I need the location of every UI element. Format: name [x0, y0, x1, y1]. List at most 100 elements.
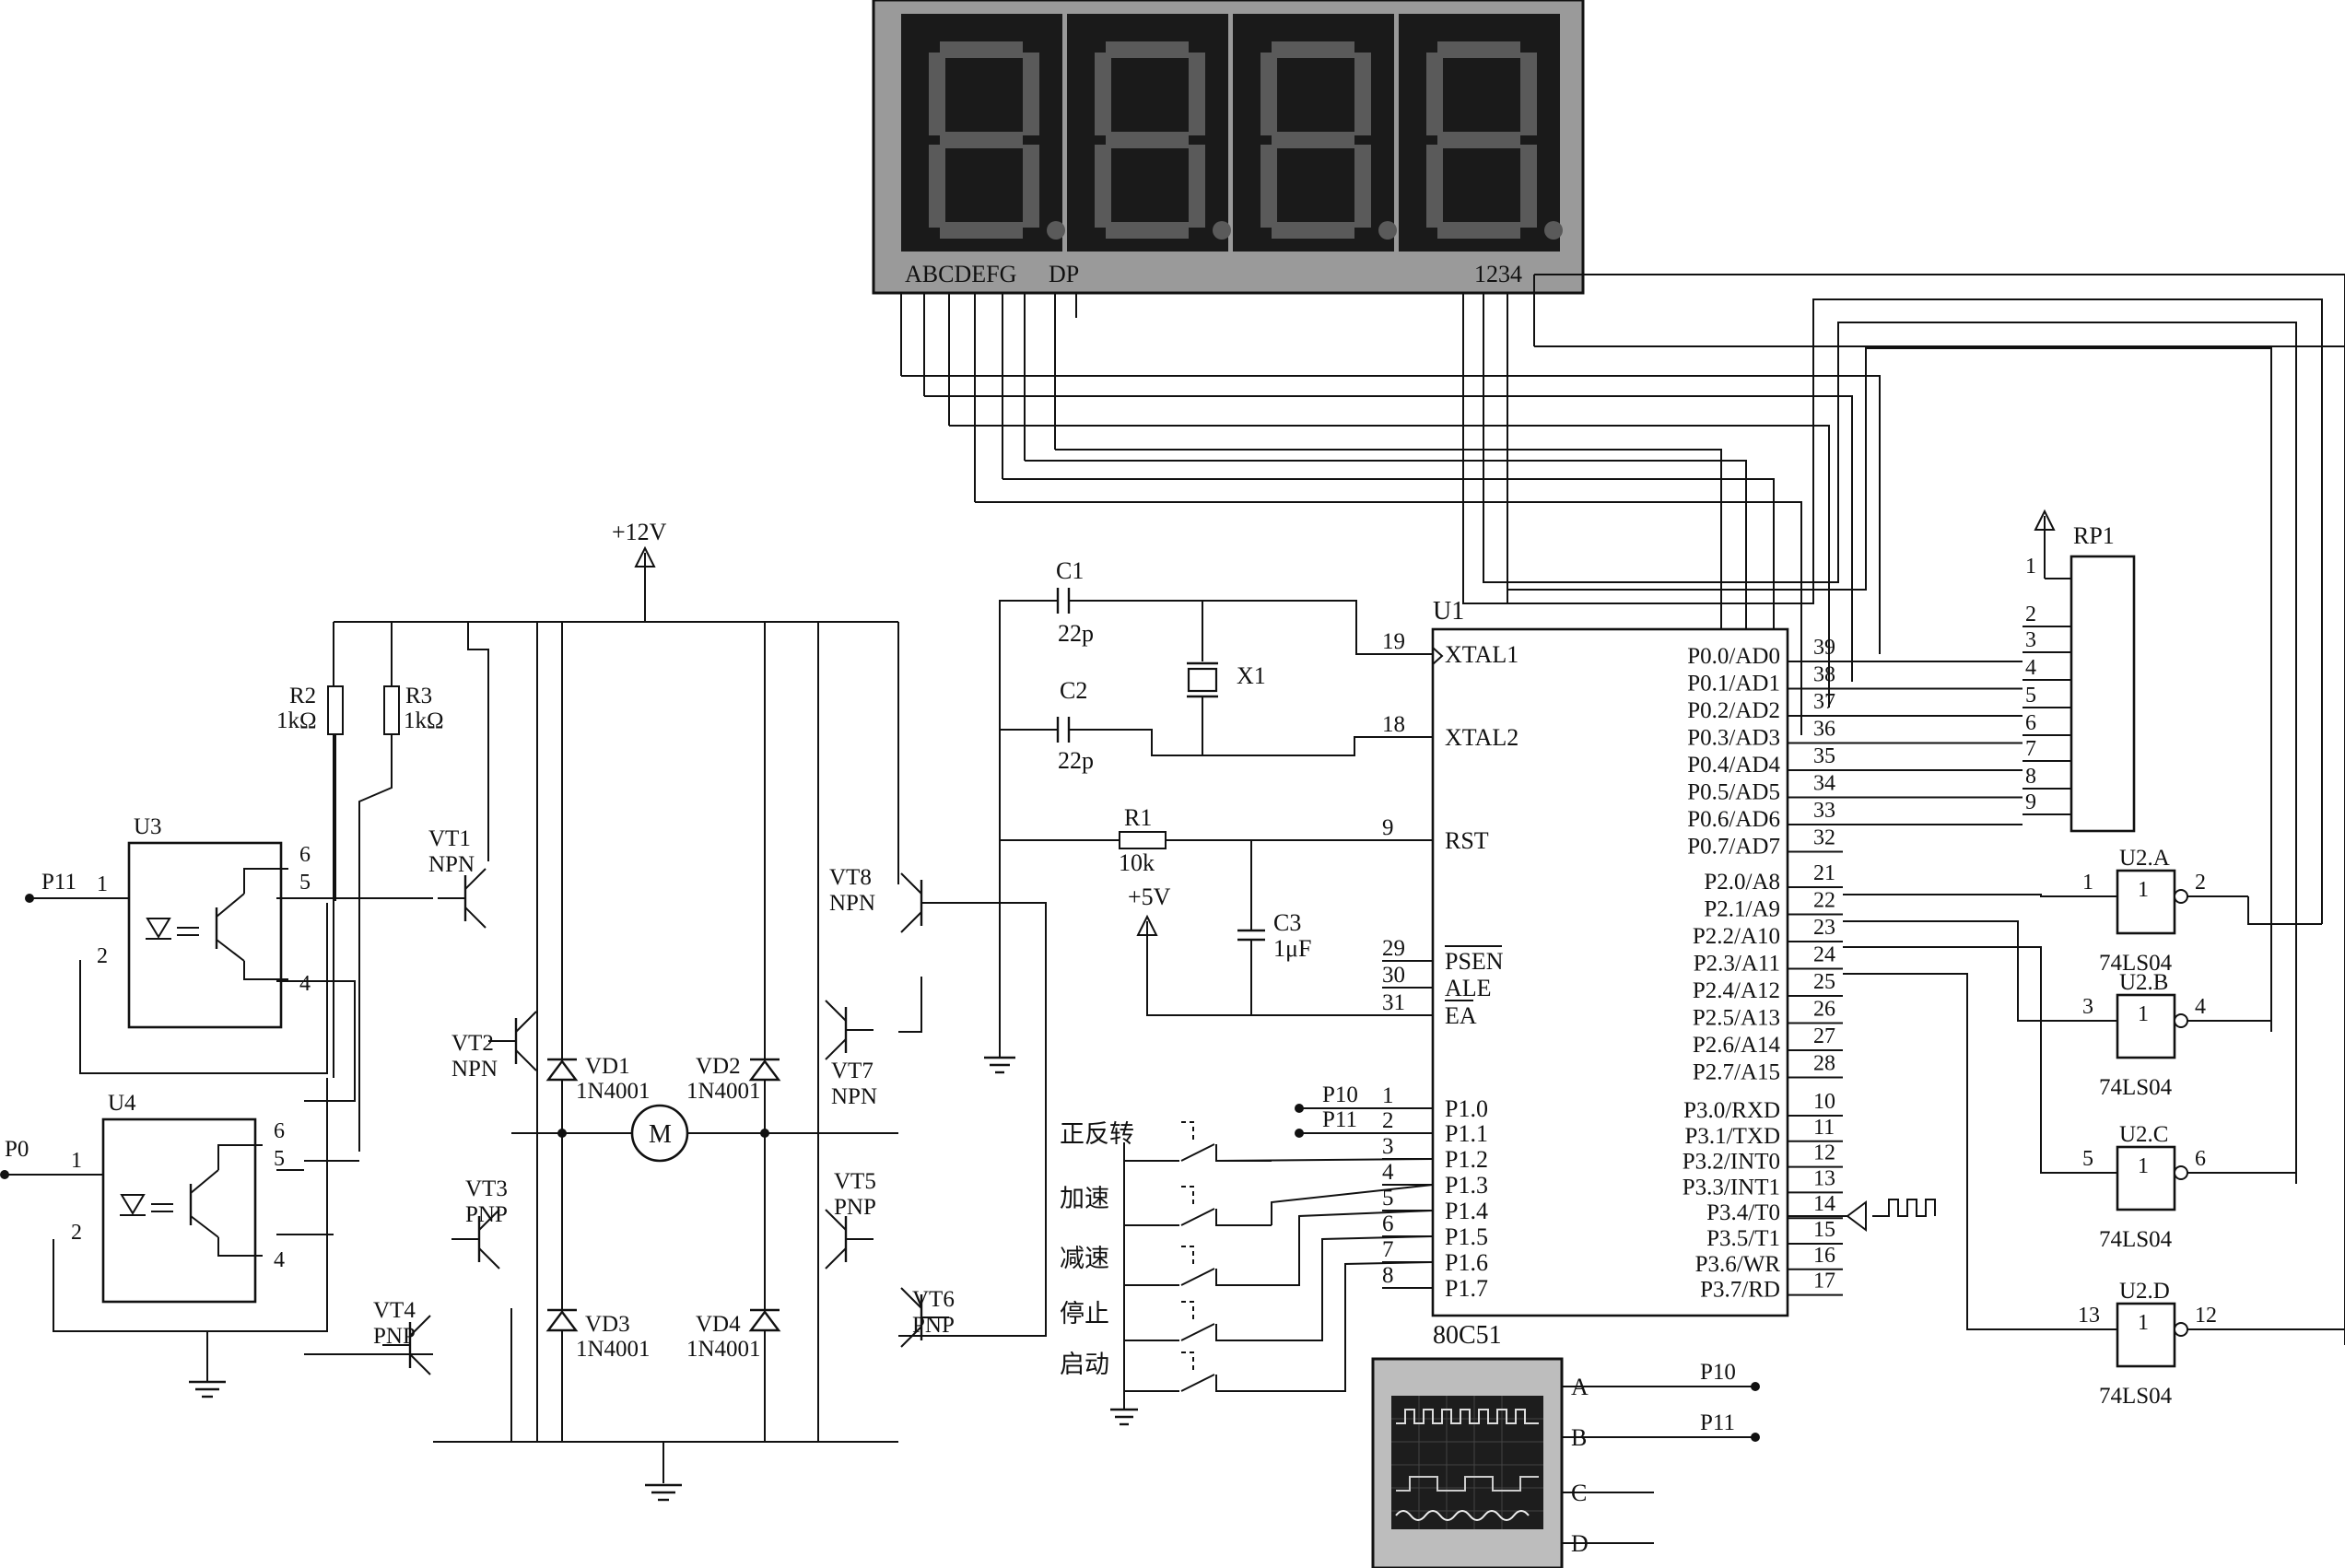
c3-ref: C3: [1273, 909, 1301, 936]
r1-value: 10k: [1119, 849, 1155, 876]
inverter-in-pin: 1: [2082, 871, 2093, 895]
opto-pin-number: 6: [274, 1119, 285, 1143]
segment: [1023, 145, 1039, 228]
r1-ref: R1: [1124, 804, 1152, 831]
transistor-type: PNP: [912, 1313, 955, 1338]
segment: [1189, 53, 1205, 135]
mcu-pin-name: P3.6/WR: [1695, 1252, 1781, 1277]
oscilloscope: ABCD: [1371, 1357, 1589, 1568]
inverter-out-pin: 12: [2195, 1304, 2217, 1328]
x1-ref: X1: [1237, 662, 1266, 689]
segment: [1520, 53, 1537, 135]
mcu-ref: U1: [1433, 597, 1464, 626]
segment: [1272, 132, 1354, 148]
display-digit: [1095, 41, 1231, 240]
inverter-ref: U2.C: [2119, 1122, 2168, 1147]
mcu-pin-name: P0.7/AD7: [1687, 835, 1780, 860]
mcu-pin-number: 33: [1813, 799, 1835, 823]
mcu-pin-name: P1.0: [1445, 1095, 1488, 1122]
mcu-pin-name: P2.4/A12: [1693, 978, 1780, 1003]
mcu-pin-number: 28: [1813, 1052, 1835, 1076]
segment: [1437, 222, 1520, 239]
mcu-pin-number: 35: [1813, 744, 1835, 768]
rp1-pin-number: 2: [2025, 603, 2036, 626]
mcu-pin-number: 12: [1813, 1141, 1835, 1165]
opto-pin-number: 4: [274, 1248, 285, 1272]
segment: [1106, 222, 1189, 239]
transistor-ref: VT3: [465, 1176, 508, 1201]
inverter-ref: U2.B: [2119, 970, 2168, 995]
mcu-pin-number: 3: [1382, 1134, 1394, 1159]
segment: [1260, 145, 1277, 228]
mcu-pin-name: P2.7/A15: [1693, 1060, 1780, 1085]
mcu-pin-name: P3.1/TXD: [1685, 1124, 1780, 1149]
inverter-out-pin: 4: [2195, 995, 2206, 1019]
mcu-pin-number: 2: [1382, 1108, 1394, 1133]
diode-part: 1N4001: [576, 1079, 651, 1104]
inverter-symbol: 1: [2138, 878, 2149, 902]
diode-part: 1N4001: [686, 1337, 761, 1362]
opto-ref: U3: [134, 814, 162, 839]
transistor-ref: VT2: [451, 1031, 494, 1056]
mcu-pin-name: P0.0/AD0: [1687, 644, 1780, 669]
mcu-pin-name: P2.2/A10: [1693, 924, 1780, 949]
mcu-pin-name: P3.0/RXD: [1683, 1098, 1780, 1123]
mcu-pin-name: P3.5/T1: [1706, 1226, 1780, 1251]
decimal-point: [1544, 221, 1563, 240]
rp1-pin-number: 7: [2025, 737, 2036, 761]
scope-net-labels: P10 P11: [1562, 1360, 1760, 1544]
mcu-pin-number: 32: [1813, 826, 1835, 850]
p10-label: P10: [1322, 1082, 1358, 1107]
mcu-pin-number: 26: [1813, 998, 1835, 1022]
transistor-type: NPN: [451, 1057, 498, 1082]
transistor-type: NPN: [831, 1084, 877, 1109]
mcu-pin-name: P3.4/T0: [1706, 1200, 1780, 1225]
mcu-pin-name: P2.6/A14: [1693, 1033, 1781, 1058]
transistor-ref: VT8: [829, 865, 872, 890]
mcu-pin-name: P0.3/AD3: [1687, 726, 1780, 751]
inverter-out-pin: 2: [2195, 871, 2206, 895]
decimal-point: [1047, 221, 1065, 240]
inverter-symbol: 1: [2138, 1002, 2149, 1026]
diode-ref: VD4: [696, 1312, 741, 1337]
rp1-pin-number: 6: [2025, 711, 2036, 735]
rp1-pin-number: 8: [2025, 765, 2036, 789]
mcu-pin-name: P1.6: [1445, 1249, 1488, 1276]
mcu-pin-name: EA: [1445, 1002, 1477, 1029]
scope-p11-label: P11: [1700, 1410, 1735, 1435]
vcc5-label: +5V: [1128, 883, 1171, 910]
diode-ref: VD2: [696, 1054, 741, 1079]
opto-pin-number: 1: [97, 872, 108, 896]
motor-label: M: [649, 1120, 672, 1149]
mcu-pin-number: 10: [1813, 1090, 1835, 1114]
dp-label: DP: [1049, 261, 1079, 287]
decimal-point: [1213, 221, 1231, 240]
mcu-pin-number: 34: [1813, 772, 1835, 796]
mcu-pin-name: P0.5/AD5: [1687, 780, 1780, 805]
inverter-part: 74LS04: [2099, 1075, 2173, 1100]
mcu-pin-number: 22: [1813, 889, 1835, 913]
segment: [940, 222, 1023, 239]
opto-u3-input-label: P11: [41, 870, 76, 895]
rp1-pin-number: 1: [2025, 555, 2036, 579]
c2-value: 22p: [1058, 747, 1094, 774]
rp1-pin-number: 9: [2025, 790, 2036, 814]
mcu-pin-number: 21: [1813, 861, 1835, 885]
opto-pin-number: 6: [299, 843, 311, 867]
mcu-pin-number: 5: [1382, 1186, 1394, 1211]
mcu-pin-number: 30: [1382, 963, 1405, 988]
reset-circuit: R1 10k +5V C3 1μF: [984, 804, 1433, 1074]
mcu-pin-name: P1.7: [1445, 1275, 1488, 1302]
mcu-pin-number: 16: [1813, 1244, 1835, 1268]
rp1-ref: RP1: [2073, 522, 2115, 549]
r3-value: 1kΩ: [404, 708, 444, 733]
